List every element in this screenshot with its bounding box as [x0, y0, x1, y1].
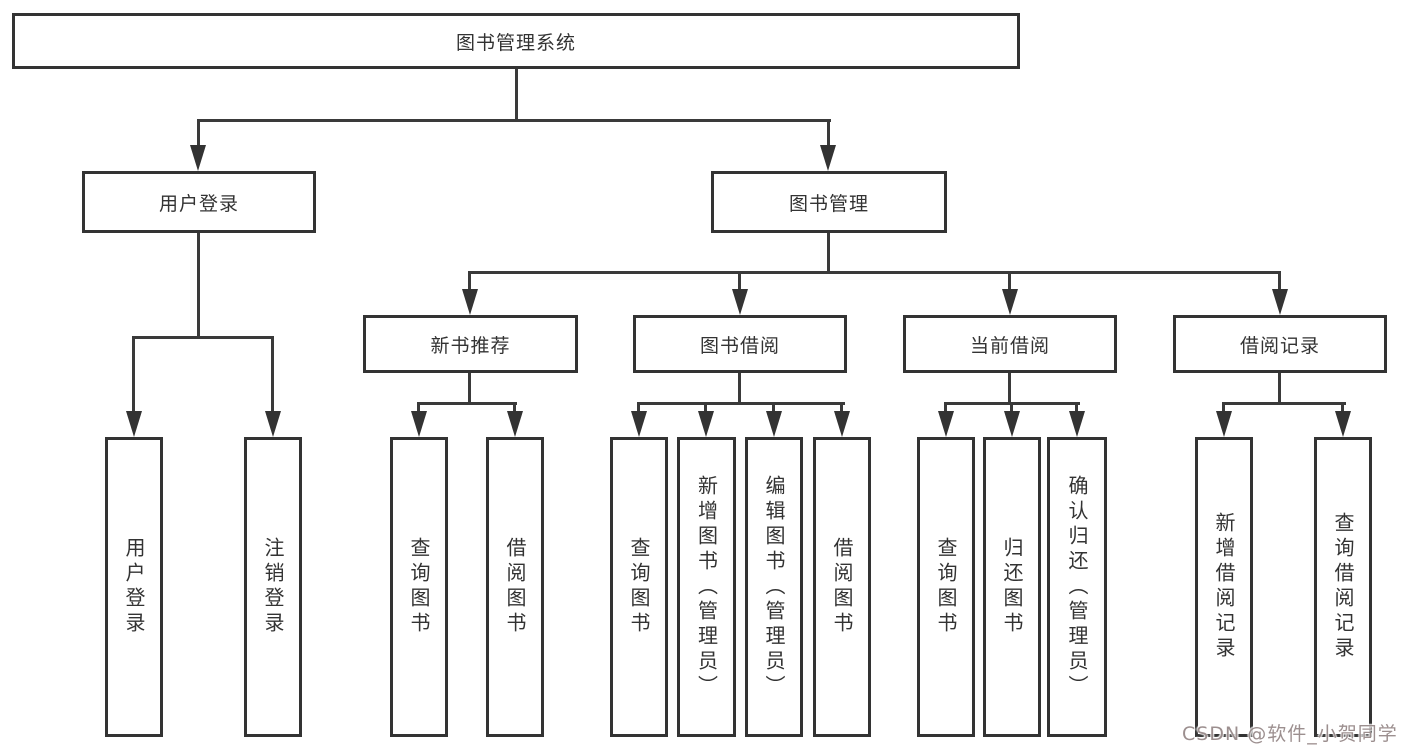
connector [197, 119, 831, 122]
connector [704, 402, 707, 412]
arrowhead [1335, 411, 1351, 437]
arrowhead [265, 411, 281, 437]
leaf-label: 查询图书 [934, 537, 958, 637]
arrowhead [1216, 411, 1232, 437]
connector [637, 402, 845, 405]
arrowhead [1002, 289, 1018, 315]
node-borrow-records-label: 借阅记录 [1239, 334, 1320, 357]
arrowhead [631, 411, 647, 437]
node-new-book-recommend: 新书推荐 [363, 315, 578, 373]
leaf-query-borrow-record: 查询借阅记录 [1314, 437, 1372, 737]
connector [1278, 271, 1281, 291]
connector [515, 69, 518, 120]
connector [738, 271, 741, 291]
connector [271, 336, 274, 411]
connector [468, 271, 471, 291]
arrowhead [766, 411, 782, 437]
connector [637, 402, 640, 412]
arrowhead [190, 145, 206, 171]
node-current-borrow: 当前借阅 [903, 315, 1117, 373]
leaf-label: 查询图书 [627, 537, 651, 637]
connector [1278, 373, 1281, 404]
leaf-borrow-books-1: 借阅图书 [486, 437, 544, 737]
leaf-edit-books-admin: 编辑图书（管理员） [745, 437, 803, 737]
leaf-query-books-3: 查询图书 [917, 437, 975, 737]
connector [772, 402, 775, 412]
leaf-logout: 注销登录 [244, 437, 302, 737]
connector [468, 271, 1281, 274]
connector [827, 119, 830, 147]
arrowhead [1069, 411, 1085, 437]
connector [1222, 402, 1346, 405]
arrowhead [698, 411, 714, 437]
connector [1075, 402, 1078, 412]
arrowhead [462, 289, 478, 315]
leaf-label: 查询图书 [407, 537, 431, 637]
arrowhead [732, 289, 748, 315]
connector [417, 402, 517, 405]
connector [197, 233, 200, 337]
leaf-label: 新增借阅记录 [1212, 512, 1236, 662]
connector [840, 402, 843, 412]
arrowhead [820, 145, 836, 171]
arrowhead [507, 411, 523, 437]
node-root-label: 图书管理系统 [455, 31, 576, 54]
connector [417, 402, 420, 412]
arrowhead [411, 411, 427, 437]
leaf-label: 确认归还（管理员） [1065, 474, 1089, 700]
leaf-confirm-return-admin: 确认归还（管理员） [1047, 437, 1107, 737]
leaf-label: 借阅图书 [830, 537, 854, 637]
leaf-label: 编辑图书（管理员） [762, 474, 786, 700]
arrowhead [1004, 411, 1020, 437]
connector [132, 336, 274, 339]
leaf-return-books: 归还图书 [983, 437, 1041, 737]
connector [1222, 402, 1225, 412]
node-book-management: 图书管理 [711, 171, 947, 233]
leaf-label: 借阅图书 [503, 537, 527, 637]
connector [197, 119, 200, 147]
leaf-add-borrow-record: 新增借阅记录 [1195, 437, 1253, 737]
connector [1341, 402, 1344, 412]
leaf-label: 用户登录 [122, 537, 146, 637]
node-new-book-recommend-label: 新书推荐 [430, 334, 511, 357]
connector [132, 336, 135, 411]
leaf-user-login: 用户登录 [105, 437, 163, 737]
leaf-label: 注销登录 [261, 537, 285, 637]
watermark: CSDN @软件_小贺同学 [1182, 723, 1398, 745]
leaf-borrow-books-2: 借阅图书 [813, 437, 871, 737]
connector [1008, 271, 1011, 291]
node-book-borrow: 图书借阅 [633, 315, 847, 373]
node-current-borrow-label: 当前借阅 [969, 334, 1050, 357]
arrowhead [938, 411, 954, 437]
leaf-query-books-2: 查询图书 [610, 437, 668, 737]
node-book-borrow-label: 图书借阅 [699, 334, 780, 357]
connector [1010, 402, 1013, 412]
connector [513, 402, 516, 412]
arrowhead [126, 411, 142, 437]
leaf-add-books-admin: 新增图书（管理员） [677, 437, 736, 737]
node-borrow-records: 借阅记录 [1173, 315, 1387, 373]
connector [827, 233, 830, 273]
leaf-label: 归还图书 [1000, 537, 1024, 637]
node-user-login-label: 用户登录 [158, 192, 239, 215]
arrowhead [834, 411, 850, 437]
leaf-query-books-1: 查询图书 [390, 437, 448, 737]
arrowhead [1272, 289, 1288, 315]
connector [738, 373, 741, 404]
connector [1008, 373, 1011, 404]
node-book-management-label: 图书管理 [788, 192, 869, 215]
leaf-label: 新增图书（管理员） [694, 474, 719, 700]
node-root: 图书管理系统 [12, 13, 1020, 69]
node-user-login: 用户登录 [82, 171, 316, 233]
connector [468, 373, 471, 404]
leaf-label: 查询借阅记录 [1331, 512, 1355, 662]
connector [944, 402, 947, 412]
